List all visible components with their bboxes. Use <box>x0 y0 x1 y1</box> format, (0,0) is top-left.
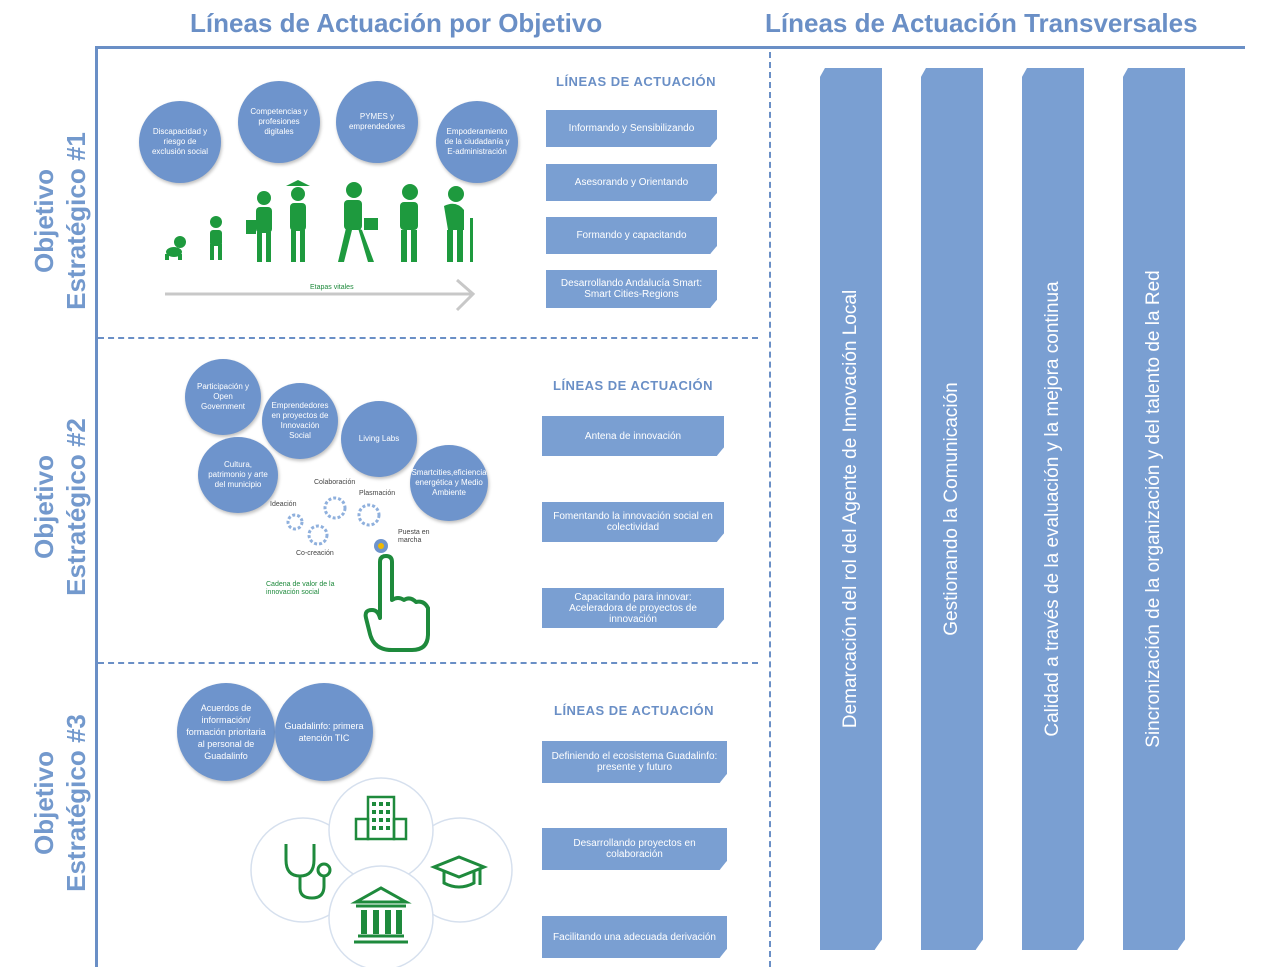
gear-label-cocreacion: Co-creación <box>296 550 334 557</box>
circle-participacion: Participación y Open Government <box>185 359 261 435</box>
line-box-antena: Antena de innovación <box>542 416 724 456</box>
line-box-definiendo: Definiendo el ecosistema Guadalinfo: pre… <box>542 741 727 783</box>
objective-1-label: Objetivo Estratégico #1 <box>29 132 91 310</box>
objective-2-section-title: LÍNEAS DE ACTUACIÓN <box>553 378 713 393</box>
line-box-informando: Informando y Sensibilizando <box>546 110 717 147</box>
graduation-cap-icon <box>429 855 489 889</box>
circle-discapacidad: Discapacidad y riesgo de exclusión socia… <box>139 101 221 183</box>
objective-2-label: Objetivo Estratégico #2 <box>29 418 91 596</box>
objective-3-label: Objetivo Estratégico #3 <box>29 714 91 892</box>
line-box-facilitando: Facilitando una adecuada derivación <box>542 916 727 958</box>
transversal-bar-calidad: Calidad a través de la evaluación y la m… <box>1022 68 1084 950</box>
innovation-gears-icon <box>286 496 388 553</box>
circle-guadalinfo-tic: Guadalinfo: primera atención TIC <box>275 683 373 781</box>
gear-label-ideacion: Ideación <box>270 501 297 508</box>
section-divider-2 <box>98 662 758 664</box>
line-box-andalucia-smart: Desarrollando Andalucía Smart: Smart Cit… <box>546 270 717 308</box>
line-box-desarrollando: Desarrollando proyectos en colaboración <box>542 828 727 870</box>
gear-label-colaboracion: Colaboración <box>314 479 356 486</box>
transversal-bar-sincronizacion: Sincronización de la organización y del … <box>1123 68 1185 950</box>
stethoscope-icon <box>284 844 332 900</box>
objective-3-section-title: LÍNEAS DE ACTUACIÓN <box>554 703 714 718</box>
top-divider <box>95 46 1245 49</box>
header-right-title: Líneas de Actuación Transversales <box>765 8 1198 38</box>
gear-label-plasmacion: Plasmación <box>359 490 396 497</box>
transversal-bar-comunicacion: Gestionando la Comunicación <box>921 68 983 950</box>
line-box-formando: Formando y capacitando <box>546 217 717 254</box>
life-stages-caption: Etapas vitales <box>310 284 354 291</box>
circle-competencias: Competencias y profesiones digitales <box>238 81 320 163</box>
header-left-title: Líneas de Actuación por Objetivo <box>190 8 603 38</box>
pointing-hand-icon <box>363 554 430 652</box>
transversal-bar-label: Sincronización de la organización y del … <box>1143 270 1164 748</box>
transversal-bar-label: Calidad a través de la evaluación y la m… <box>1042 281 1063 737</box>
transversal-bar-label: Gestionando la Comunicación <box>941 382 962 636</box>
line-box-asesorando: Asesorando y Orientando <box>546 164 717 201</box>
section-divider-1 <box>98 337 758 339</box>
circle-acuerdos: Acuerdos de información/ formación prior… <box>177 683 275 781</box>
gear-label-puesta: Puesta en marcha <box>398 529 430 544</box>
value-chain-caption: Cadena de valor de la innovación social <box>266 581 335 596</box>
objective-1-section-title: LÍNEAS DE ACTUACIÓN <box>556 74 716 89</box>
left-divider <box>95 46 98 967</box>
line-box-fomentando: Fomentando la innovación social en colec… <box>542 502 724 542</box>
circle-cultura: Cultura, patrimonio y arte del municipio <box>198 437 278 513</box>
building-icon <box>354 795 408 841</box>
life-stages-arrow <box>165 278 476 312</box>
life-stages-figures-icon <box>165 180 473 262</box>
circle-pymes: PYMES y emprendedores <box>336 81 418 163</box>
circle-living-labs: Living Labs <box>341 401 417 477</box>
circle-emprendedores: Emprendedores en proyectos de Innovación… <box>262 383 338 459</box>
transversal-bar-label: Demarcación del rol del Agente de Innova… <box>840 289 861 729</box>
circle-smartcities: Smartcities,eficiencia energética y Medi… <box>410 445 488 521</box>
transversal-bar-demarcacion: Demarcación del rol del Agente de Innova… <box>820 68 882 950</box>
institution-icon <box>350 886 412 944</box>
circle-empoderamiento: Empoderamiento de la ciudadanía y E-admi… <box>436 101 518 183</box>
vertical-dashed-divider <box>769 52 771 967</box>
line-box-capacitando: Capacitando para innovar: Aceleradora de… <box>542 588 724 628</box>
